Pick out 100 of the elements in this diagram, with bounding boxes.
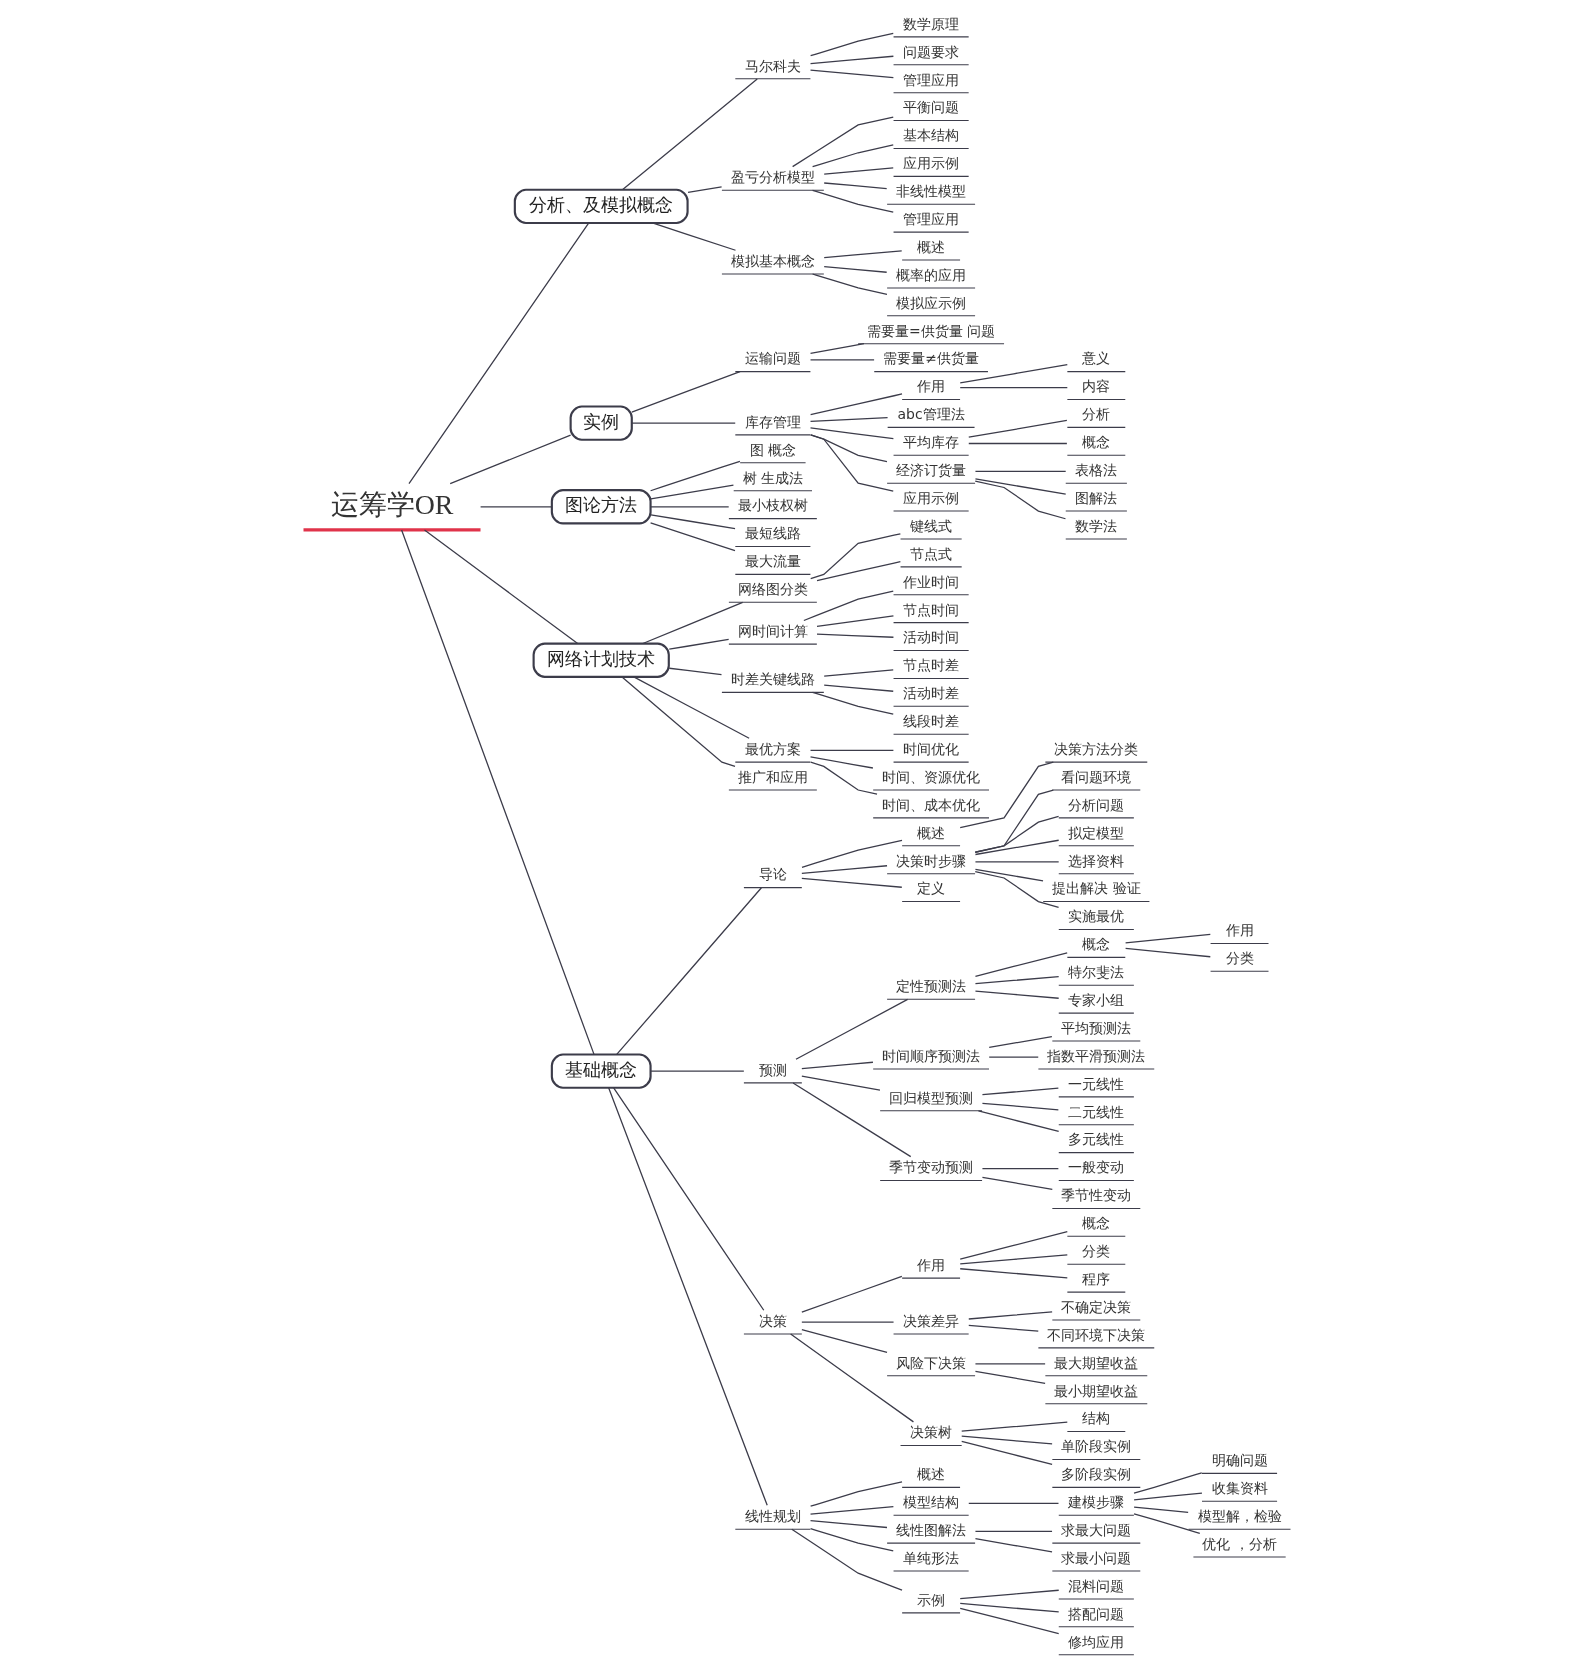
connector xyxy=(789,1332,914,1422)
connector xyxy=(967,419,1068,438)
connector xyxy=(1132,1512,1200,1534)
connector xyxy=(809,755,874,769)
connector xyxy=(615,886,762,1055)
connector xyxy=(632,675,750,739)
connector xyxy=(960,1440,1053,1465)
connector xyxy=(974,975,1059,984)
connector xyxy=(802,590,894,621)
node-text: 求最大问题 xyxy=(1060,1521,1131,1538)
connector xyxy=(809,1480,903,1507)
node-text: 季节性变动 xyxy=(1060,1186,1131,1203)
connector xyxy=(974,989,1059,999)
node-text: 需要量≠供货量 xyxy=(882,349,979,366)
connector xyxy=(974,479,1066,519)
node-box: 分析、及模拟概念 xyxy=(513,188,689,224)
connector xyxy=(959,761,1054,828)
node-text: 基本结构 xyxy=(902,126,959,143)
node-text: 网络图分类 xyxy=(737,580,808,597)
connector xyxy=(686,185,722,193)
connector xyxy=(809,433,894,492)
connector xyxy=(809,358,875,360)
node-text: 概念 xyxy=(1081,935,1110,952)
connector xyxy=(959,363,1068,384)
connector xyxy=(974,470,1066,472)
node-text: 应用示例 xyxy=(902,154,959,171)
node-text: 概述 xyxy=(916,238,945,255)
connector xyxy=(815,614,894,627)
node-box: 图论方法 xyxy=(550,488,652,524)
node-text: 建模步骤 xyxy=(1067,1493,1124,1510)
connector xyxy=(967,1324,1039,1332)
connector xyxy=(800,1321,894,1323)
node-text: 管理应用 xyxy=(902,71,959,88)
connector xyxy=(974,1370,1046,1384)
node-text: 拟定模型 xyxy=(1067,824,1124,841)
node-text: 作用 xyxy=(1225,921,1254,938)
connector xyxy=(960,1435,1053,1445)
connector xyxy=(974,951,1068,977)
connector xyxy=(974,477,1066,495)
node-text: 概念 xyxy=(1081,433,1110,450)
connector xyxy=(974,1537,1053,1552)
node-text: 最大期望收益 xyxy=(1053,1354,1138,1371)
node-text: 马尔科夫 xyxy=(744,57,801,74)
connector xyxy=(400,528,595,1055)
node-text: 经济订货量 xyxy=(895,461,966,478)
node-text: 定义 xyxy=(916,879,945,896)
connector xyxy=(974,815,1059,853)
node-text: 单纯形法 xyxy=(902,1549,959,1566)
node-text: 分析 xyxy=(1081,405,1110,422)
node-text: 优化 ，分析 xyxy=(1201,1535,1277,1552)
connector xyxy=(977,1109,1059,1132)
node-text: 图解法 xyxy=(1074,489,1117,506)
node-text: 预测 xyxy=(758,1061,787,1078)
node-text: 程序 xyxy=(1081,1270,1110,1287)
connector xyxy=(652,222,736,251)
node-text: 线性规划 xyxy=(744,1507,801,1524)
connector xyxy=(620,675,736,767)
node-text: 示例 xyxy=(916,1591,945,1608)
node-text: 专家小组 xyxy=(1067,991,1124,1008)
connector xyxy=(974,868,1044,881)
connector xyxy=(649,460,741,491)
connector xyxy=(449,433,571,484)
node-text: 定性预测法 xyxy=(895,977,966,994)
node-text: 表格法 xyxy=(1074,461,1117,478)
node-text: 活动时间 xyxy=(902,628,959,645)
connector xyxy=(809,392,903,415)
node-box: 实例 xyxy=(569,404,633,441)
node-text: 时间、成本优化 xyxy=(881,796,980,813)
connector xyxy=(811,691,894,715)
node-text: 回归模型预测 xyxy=(888,1089,973,1106)
connector xyxy=(1124,947,1211,957)
node-text: 概述 xyxy=(916,824,945,841)
connector xyxy=(809,1519,888,1528)
node-text: 时间优化 xyxy=(902,740,959,757)
connector xyxy=(407,222,589,484)
node-text: 多元线性 xyxy=(1067,1130,1124,1147)
node-text: 模型解，检验 xyxy=(1197,1507,1282,1524)
connector xyxy=(981,1102,1059,1110)
connector xyxy=(649,521,736,551)
node-text: 决策时步骤 xyxy=(895,852,966,869)
connector xyxy=(800,1061,874,1069)
connector xyxy=(974,1530,1053,1532)
connector xyxy=(811,189,894,213)
node-text: 看问题环境 xyxy=(1060,768,1131,785)
node-text: 结构 xyxy=(1081,1409,1110,1426)
node-box: 网络计划技术 xyxy=(532,642,670,678)
node-text: 应用示例 xyxy=(902,489,959,506)
node-text: 模拟基本概念 xyxy=(730,252,815,269)
node-text: 作用 xyxy=(916,1256,945,1273)
connector xyxy=(823,265,887,273)
node-text: 混料问题 xyxy=(1067,1577,1124,1594)
connector xyxy=(974,1362,1046,1365)
node-text: 活动时差 xyxy=(902,684,959,701)
connector xyxy=(649,513,736,529)
connector xyxy=(959,1267,1068,1279)
connector xyxy=(809,32,894,56)
connector xyxy=(668,667,722,675)
node-text: 数学原理 xyxy=(902,15,959,32)
node-text: 概述 xyxy=(916,1465,945,1482)
node-text: 最小期望收益 xyxy=(1053,1382,1138,1399)
